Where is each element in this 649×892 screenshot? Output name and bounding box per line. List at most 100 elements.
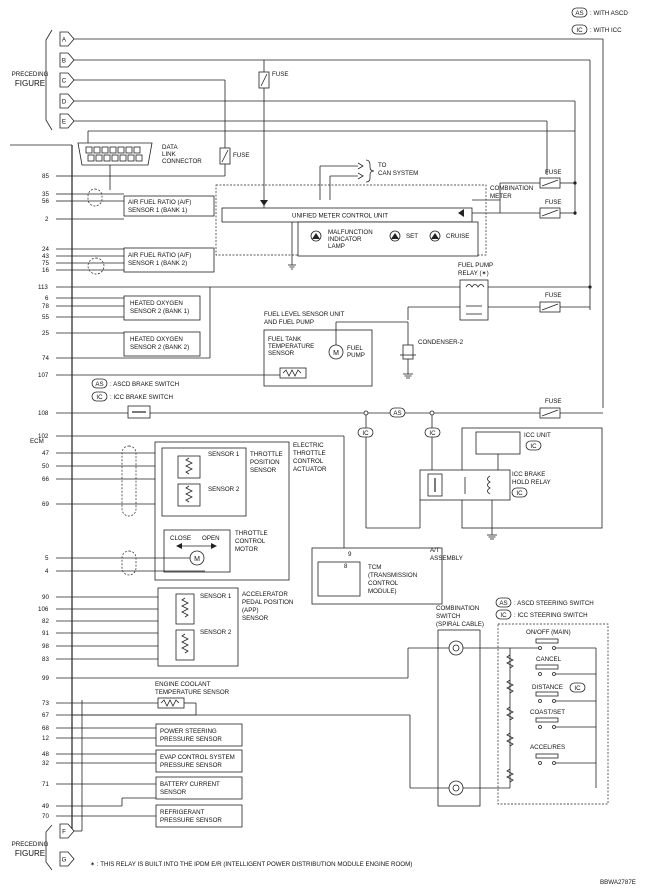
svg-text:FUSE: FUSE: [545, 169, 562, 176]
svg-text:SENSOR 2: SENSOR 2: [208, 486, 240, 493]
af-sensor-bank2: AIR FUEL RATIO (A/F) SENSOR 1 (BANK 2): [123, 247, 215, 273]
svg-text:: ASCD BRAKE SWITCH: : ASCD BRAKE SWITCH: [110, 381, 179, 388]
svg-text:PRECEDING: PRECEDING: [12, 841, 49, 848]
svg-text:SENSOR 2 (BANK 1): SENSOR 2 (BANK 1): [130, 308, 189, 315]
svg-text:AS: AS: [95, 381, 103, 388]
svg-text:PRESSURE SENSOR: PRESSURE SENSOR: [160, 762, 222, 769]
legend-as-text: : WITH ASCD: [590, 10, 628, 17]
svg-text:COMBINATION: COMBINATION: [490, 185, 533, 192]
svg-text:LAMP: LAMP: [328, 243, 345, 250]
svg-text:78: 78: [42, 303, 49, 310]
legend: AS : WITH ASCD IC : WITH ICC: [571, 7, 628, 35]
svg-text:ON/OFF (MAIN): ON/OFF (MAIN): [526, 629, 571, 636]
svg-text:2: 2: [45, 216, 49, 223]
svg-text:MOTOR: MOTOR: [235, 546, 258, 553]
svg-text:IC: IC: [530, 443, 537, 450]
svg-text:98: 98: [42, 643, 49, 650]
unified-meter-control-unit: UNIFIED METER CONTROL UNIT: [221, 183, 501, 223]
svg-text:AS: AS: [499, 600, 507, 607]
throttle-position-sensor: SENSOR 1 SENSOR 2 THROTTLE POSITION SENS…: [161, 447, 283, 517]
svg-text:IC: IC: [500, 612, 507, 619]
svg-text:113: 113: [38, 284, 48, 291]
steering-switch-panel: ON/OFF (MAIN) CANCEL DISTANCE IC COAST/S…: [497, 623, 609, 805]
svg-text:SENSOR: SENSOR: [268, 350, 295, 357]
svg-text:SENSOR: SENSOR: [160, 789, 187, 796]
svg-text:32: 32: [42, 760, 49, 767]
svg-text:73: 73: [42, 700, 49, 707]
svg-text:PRESSURE SENSOR: PRESSURE SENSOR: [160, 736, 222, 743]
svg-text:A: A: [62, 37, 67, 44]
svg-text:SENSOR: SENSOR: [242, 615, 269, 622]
svg-text:24: 24: [42, 246, 49, 253]
svg-text:EVAP CONTROL SYSTEM: EVAP CONTROL SYSTEM: [160, 754, 235, 761]
svg-text:ACCELERATOR: ACCELERATOR: [242, 591, 288, 598]
svg-text:POWER STEERING: POWER STEERING: [160, 728, 217, 735]
svg-text:DATA: DATA: [162, 144, 178, 151]
svg-text:ACTUATOR: ACTUATOR: [293, 466, 327, 473]
svg-text:AND FUEL PUMP: AND FUEL PUMP: [264, 319, 314, 326]
svg-text:9: 9: [348, 551, 352, 558]
svg-text:FUEL LEVEL SENSOR UNIT: FUEL LEVEL SENSOR UNIT: [264, 311, 345, 318]
svg-text:CONDENSER-2: CONDENSER-2: [418, 339, 464, 346]
svg-text:FUSE: FUSE: [272, 71, 289, 78]
svg-text:70: 70: [42, 813, 49, 820]
svg-text:BATTERY CURRENT: BATTERY CURRENT: [160, 781, 220, 788]
svg-text:FUSE: FUSE: [233, 152, 250, 159]
svg-text:SENSOR 1: SENSOR 1: [200, 593, 232, 600]
svg-text:COAST/SET: COAST/SET: [530, 709, 565, 716]
connector-group-top: A B C D E: [59, 31, 603, 129]
brake-switch-line: 108 AS FUSE: [38, 398, 603, 419]
svg-text:69: 69: [42, 501, 49, 508]
svg-text:71: 71: [42, 781, 49, 788]
steering-switch-legend: AS : ASCD STEERING SWITCH IC : ICC STEER…: [495, 597, 594, 620]
svg-text:B: B: [62, 58, 66, 65]
svg-text:SENSOR 1 (BANK 1): SENSOR 1 (BANK 1): [128, 207, 187, 214]
svg-text:35: 35: [42, 191, 49, 198]
svg-text:A/T: A/T: [430, 547, 440, 554]
svg-text:TCM: TCM: [368, 564, 381, 571]
evap-sensor: 48 32 EVAP CONTROL SYSTEM PRESSURE SENSO…: [42, 749, 243, 773]
svg-text:THROTTLE: THROTTLE: [235, 530, 268, 537]
svg-text:102: 102: [38, 433, 49, 440]
svg-text:ASSEMBLY: ASSEMBLY: [430, 555, 463, 562]
diagram-code: BBWA2787E: [600, 879, 636, 886]
af-sensor-bank1: AIR FUEL RATIO (A/F) SENSOR 1 (BANK 1): [123, 195, 215, 217]
svg-text:16: 16: [42, 267, 49, 274]
svg-text:HOLD RELAY: HOLD RELAY: [512, 479, 551, 486]
fuse-fuel-pump: FUSE: [407, 292, 590, 320]
svg-text:CONTROL: CONTROL: [235, 538, 266, 545]
figure-label-top: FIGURE: [15, 79, 45, 88]
brake-switch-legend: AS : ASCD BRAKE SWITCH IC : ICC BRAKE SW…: [91, 378, 179, 402]
svg-text:FUSE: FUSE: [545, 292, 562, 299]
legend-as-badge: AS: [575, 10, 583, 17]
fuse-top: FUSE: [258, 60, 289, 215]
svg-text:12: 12: [42, 735, 49, 742]
svg-text:LINK: LINK: [162, 151, 177, 158]
combination-meter-frame: [215, 184, 487, 256]
preceding-label-top: PRECEDING: [12, 71, 49, 78]
svg-text:43: 43: [42, 253, 49, 260]
svg-text:5: 5: [45, 555, 49, 562]
svg-text:74: 74: [42, 355, 49, 362]
svg-text:C: C: [62, 78, 67, 85]
svg-text:: ICC STEERING SWITCH: : ICC STEERING SWITCH: [514, 612, 588, 619]
refrigerant-sensor: 49 70 REFRIGERANT PRESSURE SENSOR: [42, 797, 243, 828]
svg-text:108: 108: [38, 410, 49, 417]
af-sensor-bank2-wiring: 24 43 75 16: [42, 246, 124, 275]
svg-text:82: 82: [42, 618, 49, 625]
svg-text:(TRANSMISSION: (TRANSMISSION: [368, 572, 417, 579]
power-steering-sensor: 68 12 POWER STEERING PRESSURE SENSOR: [42, 723, 243, 747]
svg-text:F: F: [62, 829, 66, 836]
icc-unit: ICC UNIT IC: [461, 427, 603, 529]
svg-text:66: 66: [42, 476, 49, 483]
legend-ic-text: : WITH ICC: [590, 27, 622, 34]
svg-text:UNIFIED METER CONTROL UNIT: UNIFIED METER CONTROL UNIT: [292, 213, 388, 220]
svg-text:COMBINATION: COMBINATION: [436, 605, 479, 612]
fuse-dlc: FUSE: [72, 80, 250, 177]
ho2s-bank2: HEATED OXYGEN SENSOR 2 (BANK 2): [123, 331, 201, 357]
svg-text:PUMP: PUMP: [347, 352, 365, 359]
svg-text:IC: IC: [516, 490, 523, 497]
meter-indicators: MALFUNCTION INDICATOR LAMP SET CRUISE: [288, 221, 479, 270]
svg-text:90: 90: [42, 594, 49, 601]
